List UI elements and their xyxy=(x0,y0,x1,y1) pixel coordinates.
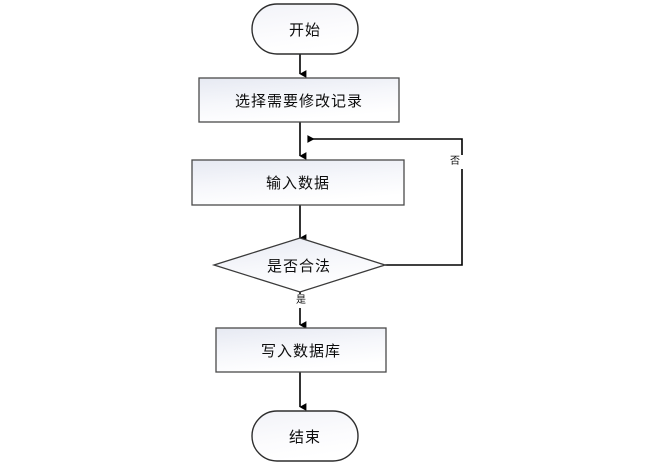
node-validity-decision[interactable] xyxy=(211,237,388,293)
node-input-data[interactable] xyxy=(191,159,405,206)
node-end[interactable] xyxy=(251,410,359,462)
node-start[interactable] xyxy=(251,3,359,55)
connector-check-no-loop xyxy=(307,135,463,266)
node-select-record[interactable] xyxy=(198,77,400,123)
node-write-database[interactable] xyxy=(215,327,387,373)
